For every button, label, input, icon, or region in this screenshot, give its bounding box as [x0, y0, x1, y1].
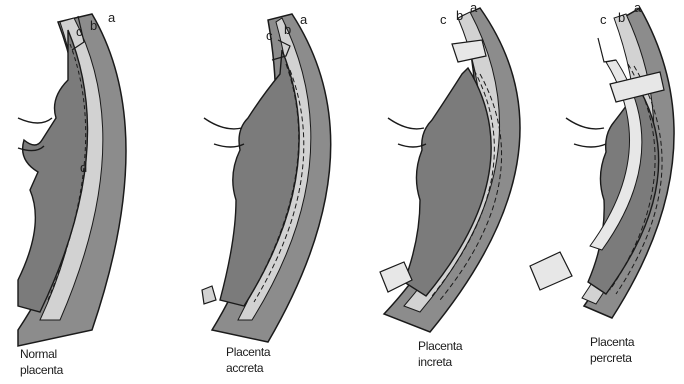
panel-increta-letter-a: a: [470, 0, 478, 15]
panel-accreta-letter-b: b: [284, 22, 291, 37]
caption-accreta: Placenta accreta: [226, 344, 270, 376]
caption-normal: Normal placenta: [20, 346, 63, 378]
panel-increta-cord: [388, 118, 426, 147]
panel-normal-letter-b: b: [90, 18, 97, 33]
caption-normal-line2: placenta: [20, 362, 63, 378]
panel-accreta-letter-a: a: [300, 12, 308, 27]
panel-percreta-lower-tab: [530, 252, 572, 290]
caption-percreta: Placenta percreta: [590, 334, 634, 366]
panel-percreta: a b c: [530, 0, 674, 318]
caption-accreta-line2: accreta: [226, 360, 270, 376]
caption-percreta-line1: Placenta: [590, 334, 634, 350]
panel-normal: a b c d: [18, 10, 126, 346]
panel-increta: a b c: [380, 0, 520, 332]
panel-normal-letter-c: c: [76, 24, 83, 39]
panel-accreta-cord: [204, 118, 244, 147]
panel-percreta-letter-c: c: [600, 12, 607, 27]
panel-accreta-letter-c: c: [266, 28, 273, 43]
panel-normal-letter-d: d: [80, 160, 87, 175]
panel-percreta-letter-b: b: [618, 10, 625, 25]
caption-percreta-line2: percreta: [590, 350, 634, 366]
panel-accreta: a b c: [202, 12, 331, 342]
panel-percreta-cord: [566, 118, 606, 147]
panel-increta-letter-b: b: [456, 8, 463, 23]
caption-increta-line1: Placenta: [418, 338, 462, 354]
caption-increta-line2: increta: [418, 354, 462, 370]
caption-accreta-line1: Placenta: [226, 344, 270, 360]
panel-percreta-letter-a: a: [634, 0, 642, 15]
panel-accreta-lower-tab: [202, 286, 216, 304]
caption-normal-line1: Normal: [20, 346, 63, 362]
panel-percreta-membrane-tab: [598, 38, 616, 62]
panel-normal-letter-a: a: [108, 10, 116, 25]
caption-increta: Placenta increta: [418, 338, 462, 370]
panel-increta-letter-c: c: [440, 12, 447, 27]
